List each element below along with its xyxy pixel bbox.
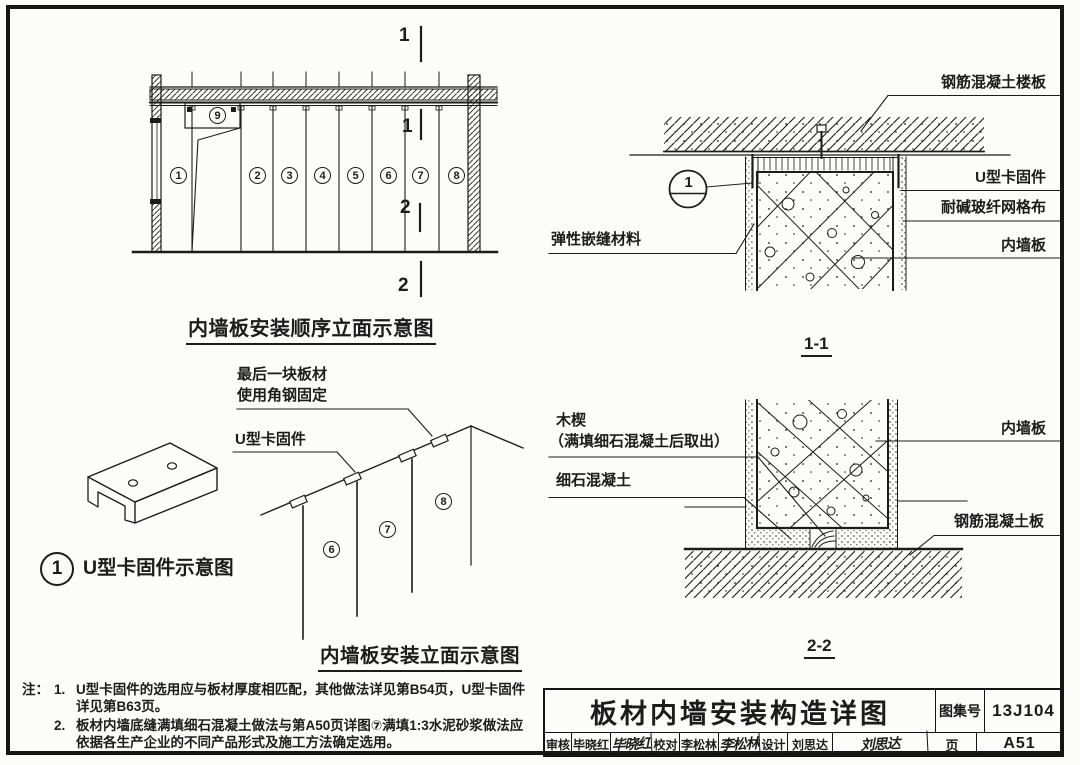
- detail-2-2-title: 2-2: [804, 636, 835, 659]
- audit-name: 毕晓红: [572, 733, 611, 755]
- note-2-line-1: 2. 板材内墙底缝满填细石混凝土做法与第A50页详图⑦满填1:3水泥砂浆做法应: [54, 718, 524, 733]
- detail-1-1-linework: [548, 94, 1063, 291]
- title-block-bottom-row: 审核 毕晓红 毕晓红 校对 李松林 李松林 设计 刘思达 刘思达 页 A51: [545, 730, 1062, 758]
- label-last-panel-line1: 最后一块板材: [237, 366, 328, 383]
- panel-number-2: 2: [249, 167, 266, 184]
- drawing-title: 板材内墙安装构造详图: [545, 690, 936, 732]
- notes-block: 注： 1. U型卡固件的选用应与板材厚度相匹配，其他做法详见第B54页，U型卡固…: [22, 682, 542, 751]
- label-wood-wedge-line1: 木楔: [556, 412, 587, 429]
- design-name: 刘思达: [788, 733, 833, 755]
- title-block-top-row: 板材内墙安装构造详图 图集号 13J104: [545, 690, 1062, 733]
- page-border: [6, 5, 1064, 755]
- atlas-number-value: 13J104: [992, 701, 1055, 720]
- panel-number-7: 7: [412, 167, 429, 184]
- design-signature: 刘思达: [832, 730, 929, 758]
- perspective-title: 内墙板安装立面示意图: [318, 639, 523, 672]
- label-inner-wall-panel-11: 内墙板: [1000, 237, 1046, 254]
- label-fine-concrete: 细石混凝土: [556, 472, 632, 489]
- panel-number-1: 1: [170, 167, 187, 184]
- label-u-clamp-11: U型卡固件: [975, 169, 1046, 186]
- label-last-panel-line2: 使用角钢固定: [237, 387, 328, 404]
- label-inner-wall-panel-22: 内墙板: [1000, 420, 1046, 437]
- notes-prefix: 注：: [22, 682, 49, 697]
- u-clamp-isometric: [87, 442, 218, 524]
- elevation-title: 内墙板安装顺序立面示意图: [186, 312, 436, 345]
- note-1-line-2: 详见第B63页。: [76, 698, 169, 714]
- panel-number-4: 4: [314, 167, 331, 184]
- panel-number-8: 8: [448, 167, 465, 184]
- note-1-line-1: 注： 1. U型卡固件的选用应与板材厚度相匹配，其他做法详见第B54页，U型卡固…: [22, 682, 526, 697]
- label-fiberglass-mesh: 耐碱玻纤网格布: [940, 199, 1046, 216]
- note-2-number: 2.: [54, 718, 66, 733]
- perspective-panel-7: 7: [379, 521, 396, 538]
- elevation-linework: [131, 25, 499, 298]
- design-label: 设计: [760, 733, 788, 755]
- panel-number-9: 9: [209, 107, 226, 124]
- section-mark-1-inner: 1: [402, 116, 413, 137]
- page-number: A51: [1003, 735, 1036, 752]
- atlas-number-label: 图集号: [936, 690, 985, 732]
- check-label: 校对: [652, 733, 680, 755]
- section-mark-2-bottom: 2: [398, 275, 409, 296]
- panel-number-6: 6: [380, 167, 397, 184]
- clamp-diagram-marker: 1: [40, 552, 74, 586]
- detail-marker-1: 1: [684, 174, 693, 191]
- audit-label: 审核: [545, 733, 572, 755]
- note-1-number: 1.: [54, 682, 66, 697]
- perspective-panel-6: 6: [323, 541, 340, 558]
- section-mark-1-top: 1: [399, 25, 410, 46]
- label-elastic-sealant: 弹性嵌缝材料: [551, 231, 642, 248]
- detail-2-2-linework: [548, 399, 1063, 598]
- perspective-panel-8: 8: [435, 493, 452, 510]
- panel-number-3: 3: [281, 167, 298, 184]
- page-label: 页: [928, 733, 977, 755]
- check-signature: 李松林: [718, 731, 761, 757]
- check-name: 李松林: [680, 733, 719, 755]
- label-wood-wedge-line2: （满填细石混凝土后取出）: [549, 433, 730, 450]
- label-rc-floor-slab: 钢筋混凝土楼板: [940, 74, 1046, 91]
- panel-number-5: 5: [347, 167, 364, 184]
- audit-signature: 毕晓红: [610, 731, 653, 757]
- label-u-clamp-perspective: U型卡固件: [235, 431, 306, 448]
- label-rc-slab-22: 钢筋混凝土板: [953, 513, 1044, 530]
- title-block: 板材内墙安装构造详图 图集号 13J104 审核 毕晓红 毕晓红 校对 李松林 …: [543, 688, 1064, 758]
- perspective-linework: [232, 408, 524, 640]
- detail-1-1-title: 1-1: [801, 334, 832, 357]
- note-2-line-2: 依据各生产企业的不同产品形式及施工方法确定选用。: [76, 734, 400, 750]
- clamp-diagram-title: U型卡固件示意图: [83, 557, 234, 579]
- section-mark-2-inner: 2: [400, 197, 411, 218]
